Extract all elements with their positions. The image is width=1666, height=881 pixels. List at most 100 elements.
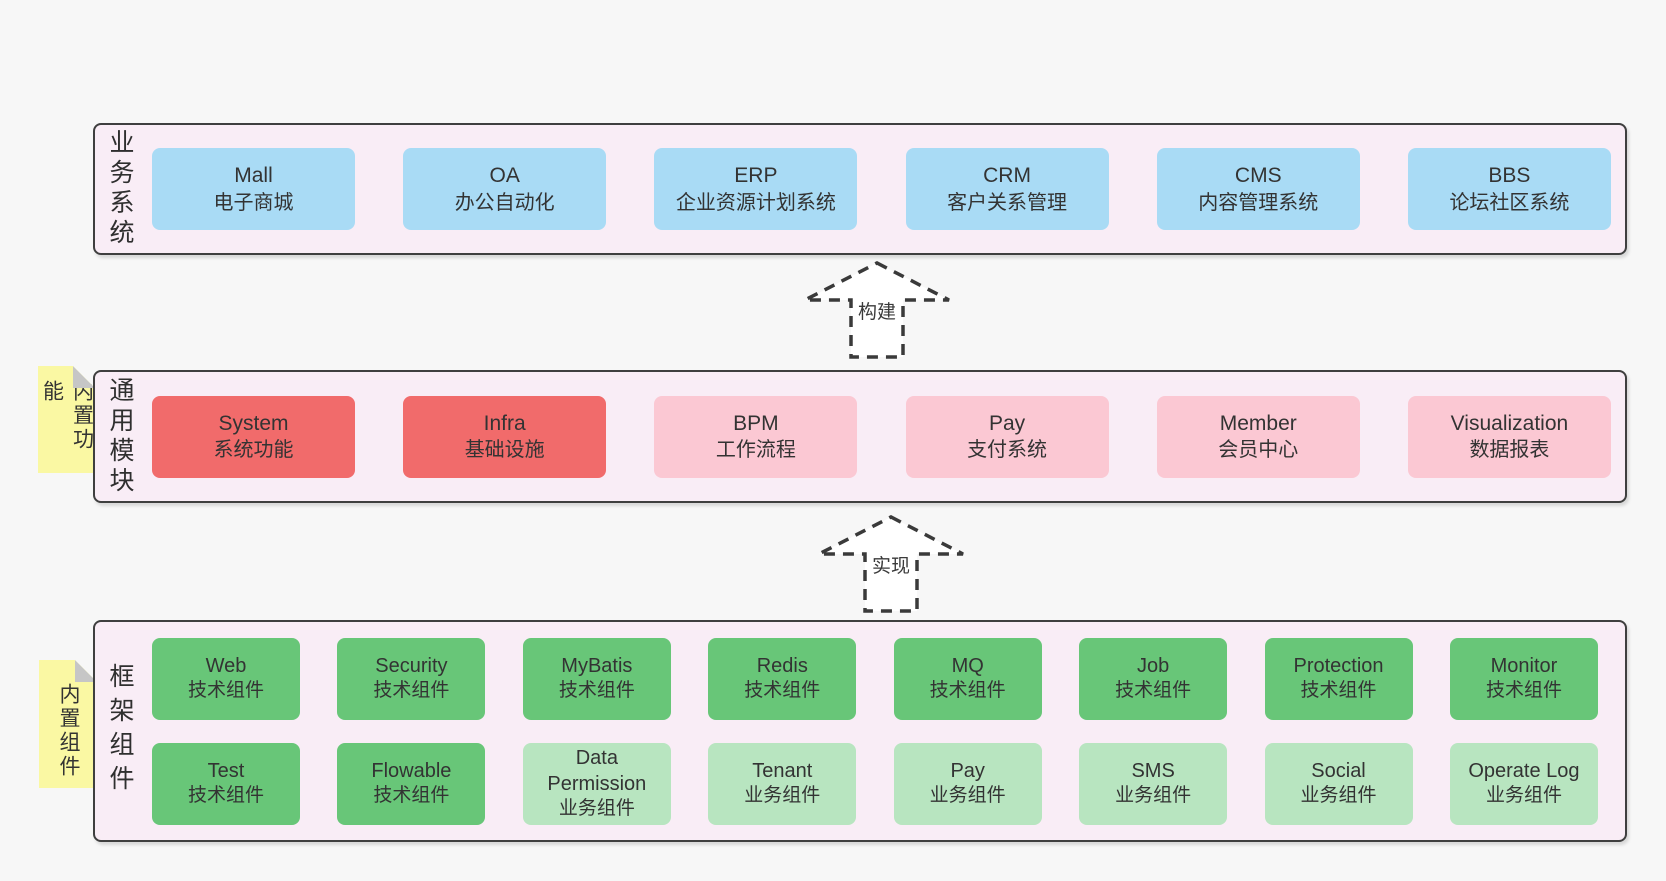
box-title: CMS [1234,164,1282,188]
box-erp: ERP 企业资源计划系统 [654,148,858,230]
box-cms: CMS 内容管理系统 [1156,148,1360,230]
box-subtitle: 业务组件 [1115,785,1192,807]
box-subtitle: 技术组件 [1115,680,1192,702]
box-test: Test 技术组件 [152,742,300,825]
box-subtitle: 论坛社区系统 [1449,191,1570,214]
box-title: Tenant [752,760,813,783]
components-row-2: Test 技术组件 Flowable 技术组件 Data Permission … [152,742,1598,825]
box-subtitle: 业务组件 [1300,785,1377,807]
box-title: BBS [1488,164,1531,188]
box-subtitle: 技术组件 [1300,680,1377,702]
box-title: Social [1311,760,1366,783]
box-title: OA [489,164,520,188]
box-subtitle: 技术组件 [373,785,450,807]
box-title: Test [207,760,245,783]
box-pay-component: Pay 业务组件 [893,742,1042,825]
box-title: Visualization [1450,411,1569,435]
layer-label-business-systems: 业务系统 [106,129,134,249]
box-subtitle: 技术组件 [1485,680,1562,702]
box-title: Security [375,655,448,678]
layer-label-framework-components: 框架组件 [106,663,134,799]
box-title: ERP [734,164,778,188]
box-subtitle: 业务组件 [558,798,635,820]
layer-label-common-modules: 通用模块 [106,376,134,497]
layer-common-modules: 通用模块 System 系统功能 Infra 基础设施 BPM 工作流程 Pay… [93,370,1627,503]
sticky-note-builtin-features: 内置功能 [38,366,95,473]
box-social: Social 业务组件 [1264,742,1413,825]
box-bbs: BBS 论坛社区系统 [1407,148,1611,230]
box-web: Web 技术组件 [152,637,300,720]
box-title: Infra [483,411,526,435]
box-data-permission: Data Permission 业务组件 [522,742,671,825]
box-title: Pay [988,411,1026,435]
box-mall: Mall 电子商城 [152,148,355,230]
box-subtitle: 业务组件 [1485,785,1562,807]
box-title: Flowable [371,760,452,783]
box-title: Job [1136,655,1170,678]
box-crm: CRM 客户关系管理 [905,148,1109,230]
box-subtitle: 办公自动化 [454,191,555,214]
box-subtitle: 内容管理系统 [1198,191,1319,214]
layer-framework-components: 框架组件 Web 技术组件 Security 技术组件 MyBatis 技术组件… [93,620,1627,842]
box-subtitle: 业务组件 [929,785,1006,807]
box-sms: SMS 业务组件 [1079,742,1228,825]
box-title: Mall [234,164,273,188]
folded-corner-icon [73,366,95,388]
arrow-build-label: 构建 [854,297,900,324]
box-title: Operate Log [1468,760,1580,783]
box-subtitle: 系统功能 [213,439,294,462]
box-subtitle: 企业资源计划系统 [675,191,836,214]
box-subtitle: 工作流程 [715,439,796,462]
box-title: CRM [983,164,1031,188]
box-subtitle: 会员中心 [1218,439,1299,462]
box-title: Web [205,655,247,678]
components-grid: Web 技术组件 Security 技术组件 MyBatis 技术组件 Redi… [145,622,1625,840]
box-system: System 系统功能 [152,395,355,478]
box-operate-log: Operate Log 业务组件 [1449,742,1598,825]
sticky-label: 内置功能 [40,380,94,452]
box-oa: OA 办公自动化 [403,148,607,230]
box-title: Redis [756,655,808,678]
box-job: Job 技术组件 [1079,637,1228,720]
box-title: Monitor [1490,655,1558,678]
box-title: BPM [733,411,779,435]
box-title: Member [1219,411,1297,435]
box-title: MyBatis [561,655,633,678]
box-security: Security 技术组件 [337,637,486,720]
box-monitor: Monitor 技术组件 [1449,637,1598,720]
box-redis: Redis 技术组件 [708,637,857,720]
box-tenant: Tenant 业务组件 [708,742,857,825]
box-title: SMS [1131,760,1175,783]
box-member: Member 会员中心 [1156,395,1360,478]
box-subtitle: 技术组件 [929,680,1006,702]
components-row-1: Web 技术组件 Security 技术组件 MyBatis 技术组件 Redi… [152,637,1598,720]
business-box-row: Mall 电子商城 OA 办公自动化 ERP 企业资源计划系统 CRM 客户关系… [145,125,1625,253]
box-title: Pay [950,760,985,783]
box-mq: MQ 技术组件 [893,637,1042,720]
box-infra: Infra 基础设施 [403,395,607,478]
modules-box-row: System 系统功能 Infra 基础设施 BPM 工作流程 Pay 支付系统… [145,372,1625,501]
box-subtitle: 业务组件 [744,785,821,807]
box-subtitle: 电子商城 [213,191,294,214]
sticky-label: 内置组件 [57,683,80,779]
box-title: Protection [1293,655,1384,678]
box-pay-module: Pay 支付系统 [905,395,1109,478]
box-subtitle: 客户关系管理 [947,191,1068,214]
box-subtitle: 数据报表 [1469,439,1550,462]
arrow-implement-label: 实现 [868,551,914,578]
sticky-note-builtin-components: 内置组件 [39,660,97,788]
layer-business-systems: 业务系统 Mall 电子商城 OA 办公自动化 ERP 企业资源计划系统 CRM… [93,123,1627,255]
box-bpm: BPM 工作流程 [654,395,858,478]
box-subtitle: 技术组件 [187,680,264,702]
box-title: Data Permission [547,747,647,796]
box-title: System [218,411,289,435]
arrow-up-implement: 实现 [816,514,966,614]
box-subtitle: 技术组件 [187,785,264,807]
box-title: MQ [951,655,984,678]
box-subtitle: 技术组件 [744,680,821,702]
box-flowable: Flowable 技术组件 [337,742,486,825]
box-visualization: Visualization 数据报表 [1407,395,1611,478]
box-subtitle: 技术组件 [558,680,635,702]
box-subtitle: 技术组件 [373,680,450,702]
arrow-up-build: 构建 [802,260,952,360]
